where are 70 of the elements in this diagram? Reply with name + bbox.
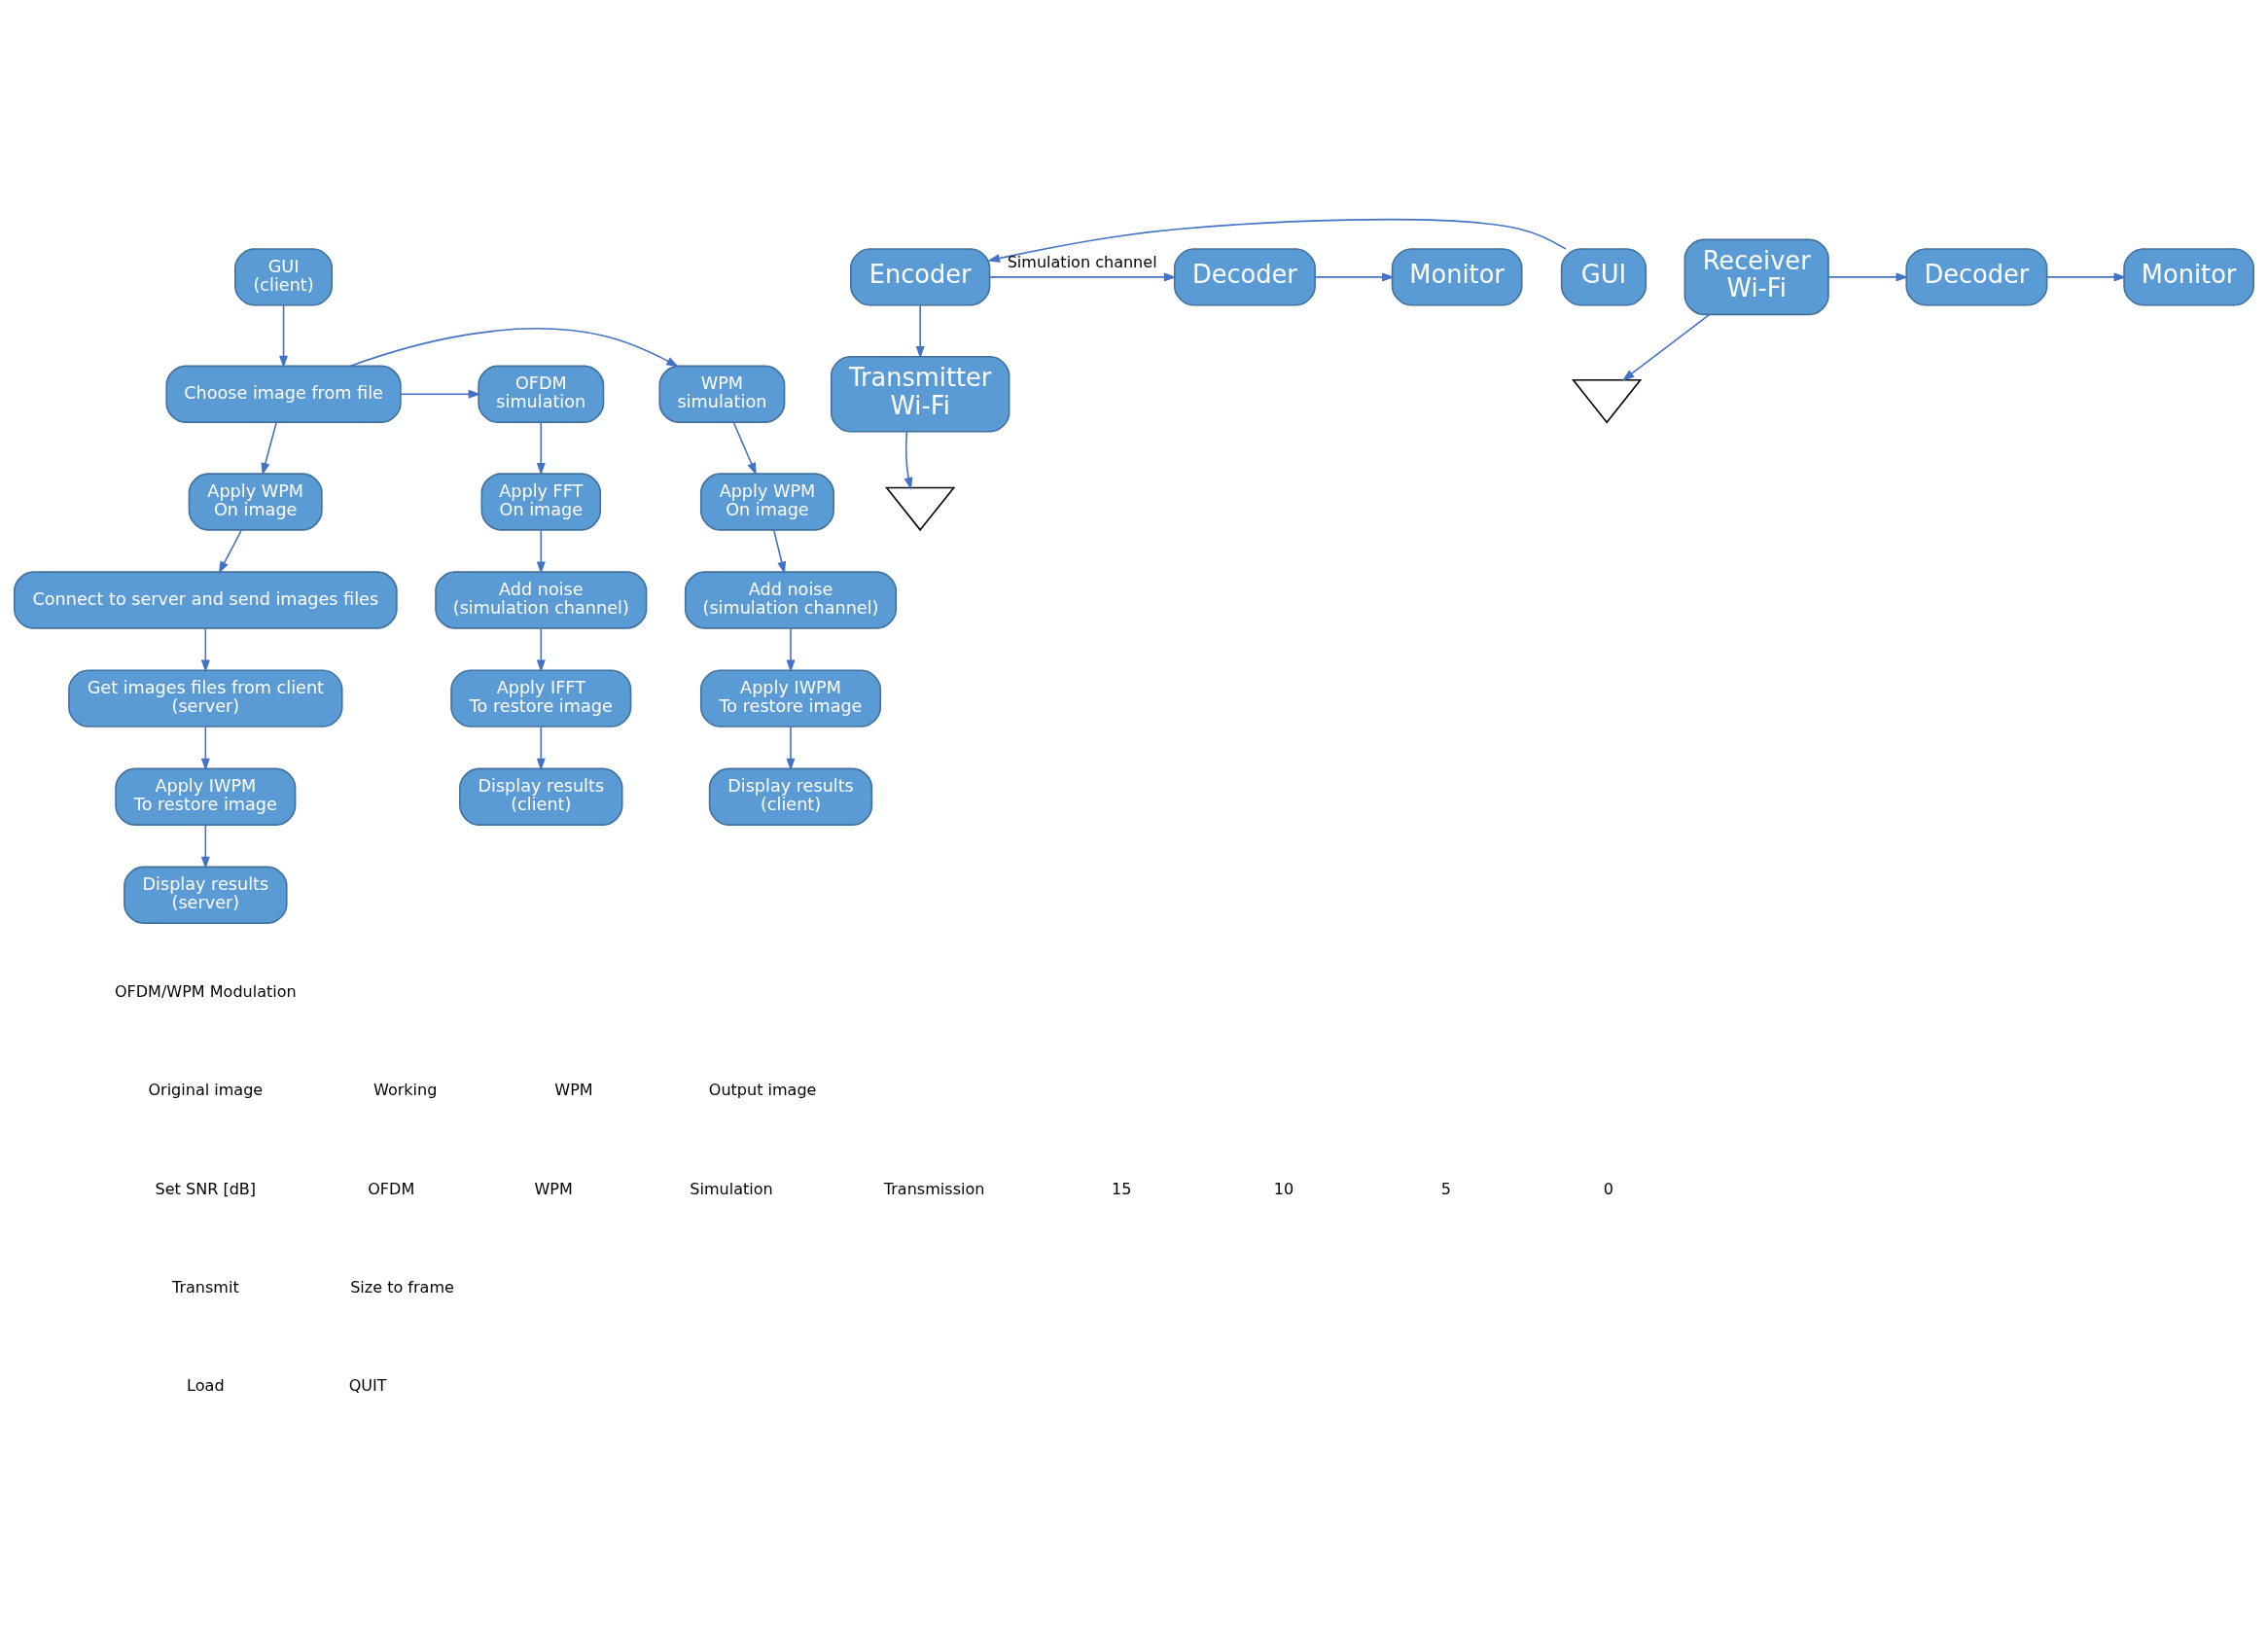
arrow: [200, 627, 210, 672]
arrow: [773, 529, 787, 574]
node-box: Add noise (simulation channel): [435, 570, 648, 629]
label: Working: [373, 1080, 438, 1099]
node-triangle: [885, 486, 956, 531]
label: Simulation: [690, 1179, 773, 1198]
node-triangle: [1572, 378, 1643, 423]
node-box: GUI (client): [234, 247, 334, 306]
node-box: Encoder: [850, 247, 991, 306]
label: Output image: [708, 1080, 817, 1099]
label: OFDM/WPM Modulation: [114, 981, 297, 1001]
arrow: [1621, 313, 1711, 381]
node-box: Connect to server and send images files: [13, 570, 398, 629]
arrow: [536, 726, 546, 770]
node-box: Apply IFFT To restore image: [450, 668, 632, 728]
arrow: [218, 529, 242, 574]
node-box: Apply IWPM To restore image: [115, 767, 297, 826]
node-box: Display results (client): [708, 767, 873, 826]
node-box: Apply WPM On image: [699, 472, 834, 531]
node-box: Apply IWPM To restore image: [699, 668, 882, 728]
label: Load: [187, 1375, 225, 1395]
arrow: [1827, 271, 1909, 281]
label: Original image: [148, 1080, 264, 1099]
label: OFDM: [368, 1179, 415, 1198]
arrow: [786, 726, 796, 770]
label: 0: [1603, 1179, 1613, 1198]
arrow: [987, 218, 1567, 263]
arrow: [279, 303, 289, 368]
arrow: [200, 824, 210, 870]
node-box: Add noise (simulation channel): [684, 570, 898, 629]
label: 5: [1440, 1179, 1451, 1198]
arrow: [1314, 271, 1395, 281]
node-box: Transmitter Wi-Fi: [830, 355, 1010, 433]
node-box: Get images files from client (server): [68, 668, 343, 728]
node-box: WPM simulation: [658, 365, 786, 423]
arrow: [261, 421, 277, 476]
label: WPM: [534, 1179, 573, 1198]
label: Transmit: [171, 1277, 239, 1296]
label: Set SNR [dB]: [155, 1179, 257, 1198]
label: Transmission: [883, 1179, 985, 1198]
label: 15: [1111, 1179, 1132, 1198]
node-box: Decoder: [1173, 247, 1316, 306]
node-box: Monitor: [2123, 247, 2254, 306]
edge-label: Simulation channel: [1007, 252, 1157, 271]
node-box: GUI: [1560, 247, 1648, 306]
arrow: [200, 726, 210, 770]
node-box: Apply FFT On image: [480, 472, 602, 531]
arrow: [915, 303, 925, 359]
arrow: [536, 421, 546, 476]
arrow: [400, 389, 481, 399]
node-box: Monitor: [1391, 247, 1523, 306]
arrow: [732, 421, 757, 476]
arrow: [786, 627, 796, 672]
label: 10: [1273, 1179, 1294, 1198]
node-box: Choose image from file: [165, 365, 402, 423]
node-box: Receiver Wi-Fi: [1683, 238, 1829, 315]
node-box: Decoder: [1905, 247, 2048, 306]
node-box: Apply WPM On image: [188, 472, 323, 531]
arrow: [2046, 271, 2127, 281]
label: QUIT: [348, 1375, 387, 1395]
arrow: [989, 271, 1177, 281]
arrow: [536, 529, 546, 574]
node-box: Display results (server): [124, 866, 288, 924]
node-box: OFDM simulation: [478, 365, 605, 423]
arrow: [349, 327, 680, 367]
label: Size to frame: [350, 1277, 454, 1296]
arrow: [536, 627, 546, 672]
label: WPM: [554, 1080, 593, 1099]
node-box: Display results (client): [459, 767, 623, 826]
arrow: [904, 430, 913, 490]
